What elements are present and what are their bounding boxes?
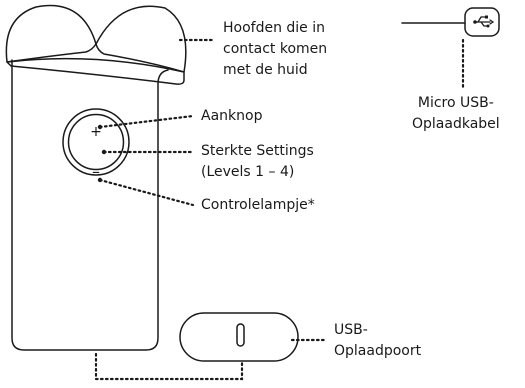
- right-head: [95, 5, 187, 73]
- left-head: [5, 4, 97, 63]
- leader-indicator: [98, 178, 195, 207]
- label-indicator: Controlelampje*: [201, 197, 315, 213]
- usb-port-housing: [179, 312, 299, 362]
- control-button-inner: [67, 113, 125, 171]
- plus-symbol: +: [90, 124, 102, 140]
- label-power-button: Aanknop: [201, 108, 263, 124]
- label-heads: Hoofden die in contact komen met de huid: [223, 20, 328, 78]
- label-usb-port: USB- Oplaadpoort: [334, 322, 422, 359]
- label-strength-settings: Sterkte Settings (Levels 1 – 4): [201, 143, 314, 180]
- device-collar: [6, 57, 185, 85]
- usb-c-port-icon: [236, 323, 245, 347]
- leader-port-link: [94, 352, 244, 381]
- usb-symbol-icon: [474, 16, 495, 27]
- leader-power: [98, 114, 195, 129]
- usb-connector: [464, 7, 500, 37]
- label-usb-cable: Micro USB- Oplaadkabel: [412, 95, 500, 132]
- device-body: [11, 59, 169, 351]
- control-button-outer: [62, 108, 130, 176]
- minus-symbol: –: [92, 162, 100, 181]
